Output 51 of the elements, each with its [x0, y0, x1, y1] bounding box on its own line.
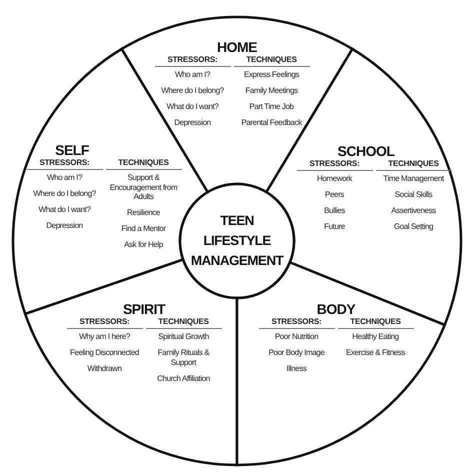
list-item: Part Time Job — [248, 102, 295, 112]
list-item: What do I want? — [166, 102, 220, 112]
column-heading: STRESSORS: — [154, 55, 230, 67]
list-item: Poor Nutrition — [274, 332, 320, 342]
column-heading: TECHNIQUES — [376, 159, 452, 171]
list-item: Time Management — [382, 174, 445, 184]
list-item: Exercise & Fitness — [344, 348, 406, 358]
segment-title: HOME — [217, 40, 257, 54]
list-item: Family Rituals & Support — [156, 348, 210, 367]
column-heading: TECHNIQUES — [106, 158, 182, 170]
list-item: Goal Setting — [392, 222, 434, 232]
list-item: Why am I here? — [78, 332, 131, 342]
list-item: What do I want? — [38, 205, 92, 214]
list-item: Depression — [173, 118, 212, 128]
list-item: Where do I belong? — [32, 189, 97, 198]
column-heading: STRESSORS: — [66, 317, 142, 329]
list-item: Depression — [45, 221, 84, 230]
column-heading: STRESSORS: — [26, 158, 102, 170]
segment-title: SCHOOL — [338, 144, 394, 158]
segment-title: SELF — [55, 143, 89, 157]
list-item: Express Feelings — [243, 70, 300, 80]
hub-title: TEEN LIFESTYLE MANAGEMENT — [190, 212, 285, 270]
list-item: Future — [323, 222, 346, 232]
list-item: Spiritual Growth — [157, 332, 210, 342]
list-item: Who am I? — [174, 70, 212, 80]
column-heading: STRESSORS: — [296, 159, 372, 171]
list-item: Find a Mentor — [120, 224, 167, 234]
list-item: Homework — [316, 174, 354, 184]
list-item: Who am I? — [46, 173, 84, 182]
list-item: Ask for Help — [123, 240, 164, 250]
column-heading: TECHNIQUES — [234, 55, 310, 67]
list-item: Parental Feedback — [240, 118, 303, 128]
list-item: Bullies — [323, 206, 346, 216]
list-item: Resilience — [126, 208, 161, 218]
list-item: Illness — [286, 364, 308, 374]
column-heading: STRESSORS: — [258, 317, 334, 329]
list-item: Support & Encouragement from Adults — [108, 173, 178, 202]
list-item: Poor Body Image — [268, 348, 326, 358]
list-item: Peers — [324, 190, 345, 200]
column-heading: TECHNIQUES — [146, 317, 222, 329]
list-item: Withdrawn — [86, 364, 123, 374]
list-item: Feeling Disconnected — [69, 348, 140, 358]
column-heading: TECHNIQUES — [338, 317, 414, 329]
segment-title: BODY — [316, 302, 356, 316]
list-item: Family Meetings — [244, 86, 299, 96]
segment-title: SPIRIT — [122, 302, 166, 316]
list-item: Social Skills — [394, 190, 434, 200]
list-item: Assertiveness — [390, 206, 437, 216]
list-item: Church Affiliation — [156, 374, 211, 383]
list-item: Healthy Eating — [351, 332, 400, 342]
list-item: Where do I belong? — [160, 86, 225, 96]
